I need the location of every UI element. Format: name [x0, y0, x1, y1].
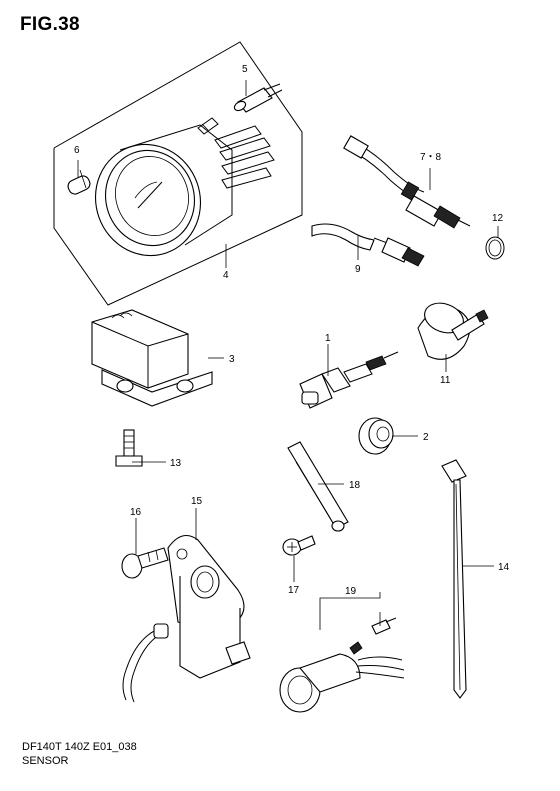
throttle-sensor-bracket [122, 534, 251, 703]
bracket-strap [287, 441, 349, 532]
bolt-15 [121, 547, 169, 579]
bolt-12 [115, 429, 143, 467]
callout-1: 1 [325, 333, 331, 344]
callout-11: 12 [492, 213, 504, 224]
callout-9: 9 [355, 264, 361, 275]
callout-labels: 5 6 4 7・8 9 12 3 1 11 2 13 18 15 16 14 1… [74, 64, 510, 597]
bulb-socket [233, 83, 283, 113]
bulb-19 [371, 617, 397, 635]
small-bulb [67, 169, 91, 195]
callout-16: 17 [288, 585, 300, 596]
map-sensor [91, 309, 213, 407]
callout-3: 3 [229, 354, 235, 365]
figure-title: FIG.38 [20, 14, 80, 35]
callout-5: 5 [242, 64, 248, 75]
leader-lines [77, 80, 499, 630]
callout-18: 19 [345, 586, 357, 597]
figure-code: DF140T 140Z E01_038 [22, 741, 137, 753]
callout-15: 16 [130, 507, 142, 518]
sensor-assembly [279, 641, 405, 713]
callout-7-8: 7・8 [420, 152, 442, 163]
grommet [358, 417, 394, 455]
callout-10: 11 [440, 375, 451, 386]
callout-14: 15 [191, 496, 203, 507]
pressure-switch [417, 302, 489, 360]
screw-16 [282, 535, 316, 556]
callout-13: 14 [498, 562, 510, 573]
callout-4: 4 [223, 270, 229, 281]
sensor-connector [299, 351, 399, 409]
meter-gauge [94, 117, 275, 257]
pressure-sensor [311, 223, 425, 267]
callout-2: 2 [423, 432, 429, 443]
figure-subtitle: SENSOR [22, 755, 69, 767]
callout-17: 18 [349, 480, 361, 491]
callout-6: 6 [74, 145, 80, 156]
callout-12: 13 [170, 458, 182, 469]
meter-group-box [53, 41, 303, 306]
cable-tie [441, 459, 467, 699]
o-ring [485, 236, 505, 260]
temperature-sensor [343, 135, 471, 229]
